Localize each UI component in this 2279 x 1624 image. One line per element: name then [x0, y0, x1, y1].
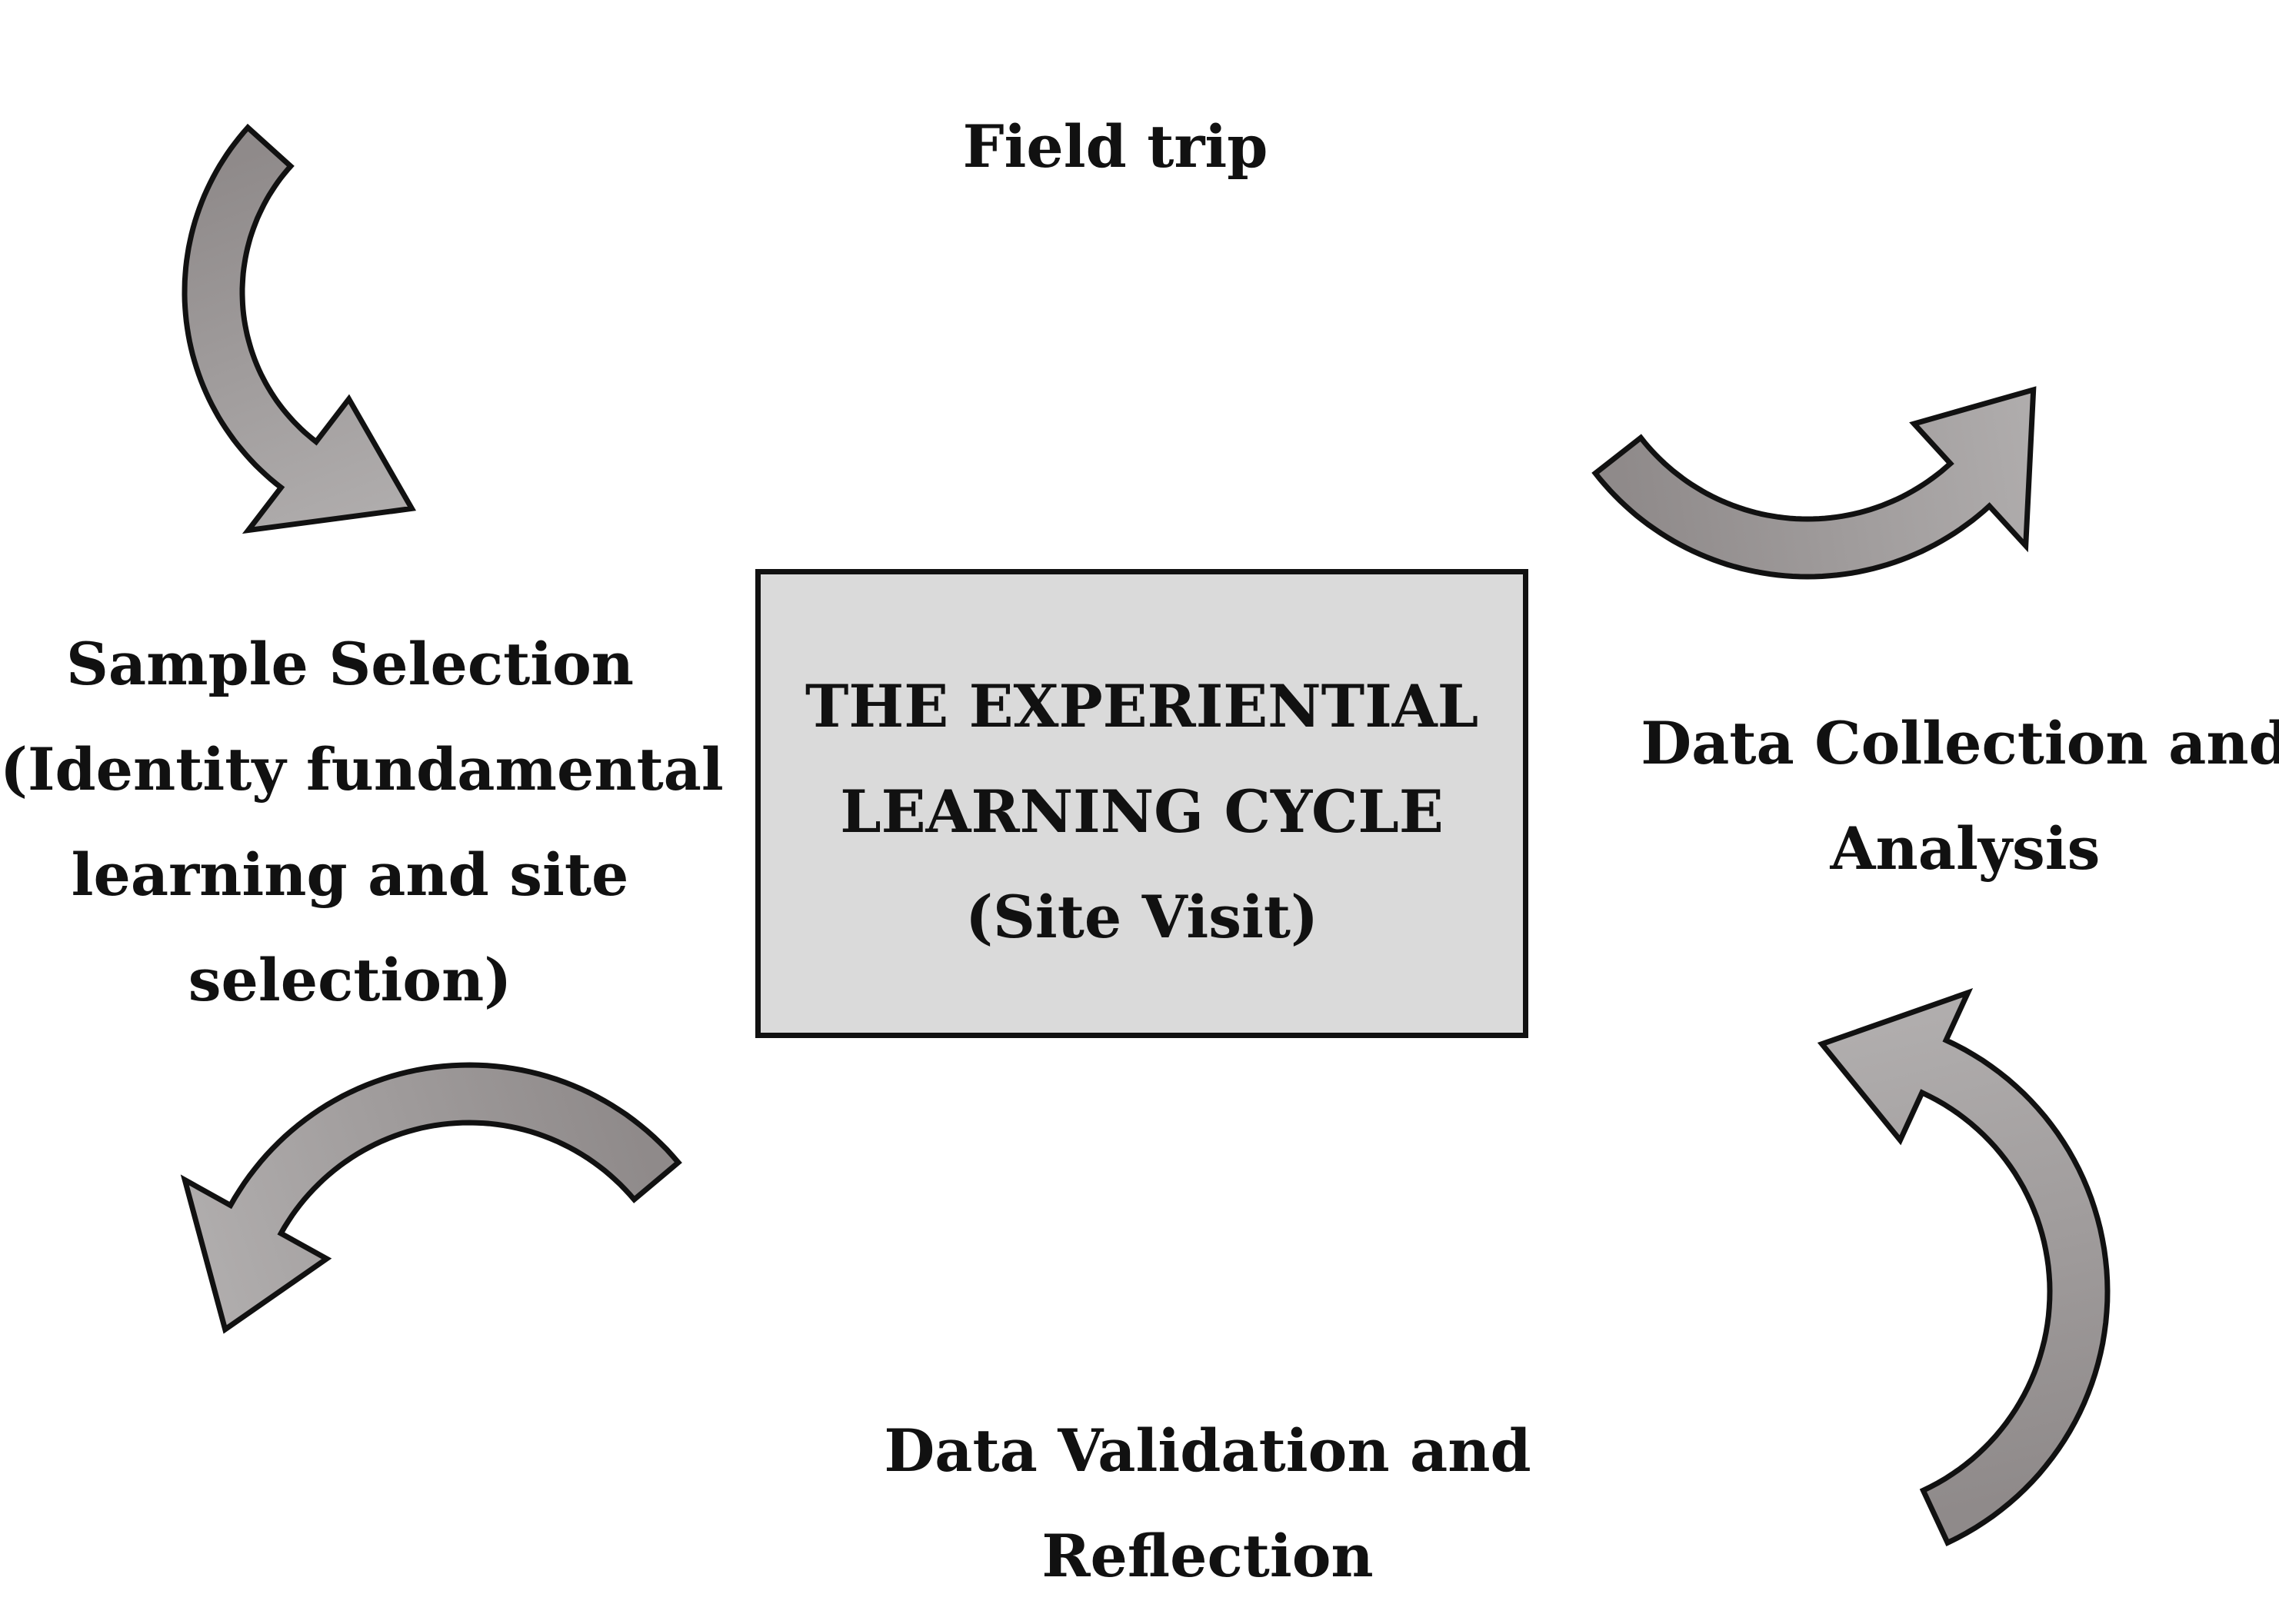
center-title-line-1: THE EXPERIENTIAL [805, 672, 1479, 740]
center-title-line-2: LEARNING CYCLE [840, 777, 1444, 846]
arrow-bottom-right [1817, 987, 2111, 1547]
stage-data-collection-line-2: Analysis [1830, 814, 2101, 883]
center-box [755, 569, 1528, 1038]
stage-sample-selection-line-3: learning and site [71, 840, 629, 909]
stage-field-trip: Field trip [861, 94, 1369, 199]
arrow-bottom-left [180, 1062, 682, 1334]
stage-data-validation-line-2: Reflection [1041, 1522, 1374, 1590]
stage-data-collection: Data Collection and Analysis [1638, 691, 2279, 901]
stage-data-validation-line-1: Data Validation and [884, 1416, 1531, 1485]
stage-sample-selection: Sample Selection (Identity fundamental l… [0, 611, 724, 1033]
stage-data-collection-line-1: Data Collection and [1641, 709, 2279, 777]
stage-field-trip-line-1: Field trip [962, 112, 1268, 181]
stage-data-validation: Data Validation and Reflection [877, 1398, 1538, 1609]
arrow-top-left [182, 123, 417, 534]
stage-sample-selection-line-1: Sample Selection [65, 630, 635, 698]
arrow-top-right [1591, 386, 2037, 580]
stage-sample-selection-line-2: (Identity fundamental [0, 735, 724, 804]
stage-sample-selection-line-4: selection) [188, 946, 512, 1014]
center-title-line-3: (Site Visit) [965, 883, 1318, 951]
center-title: THE EXPERIENTIAL LEARNING CYCLE (Site Vi… [755, 654, 1528, 970]
